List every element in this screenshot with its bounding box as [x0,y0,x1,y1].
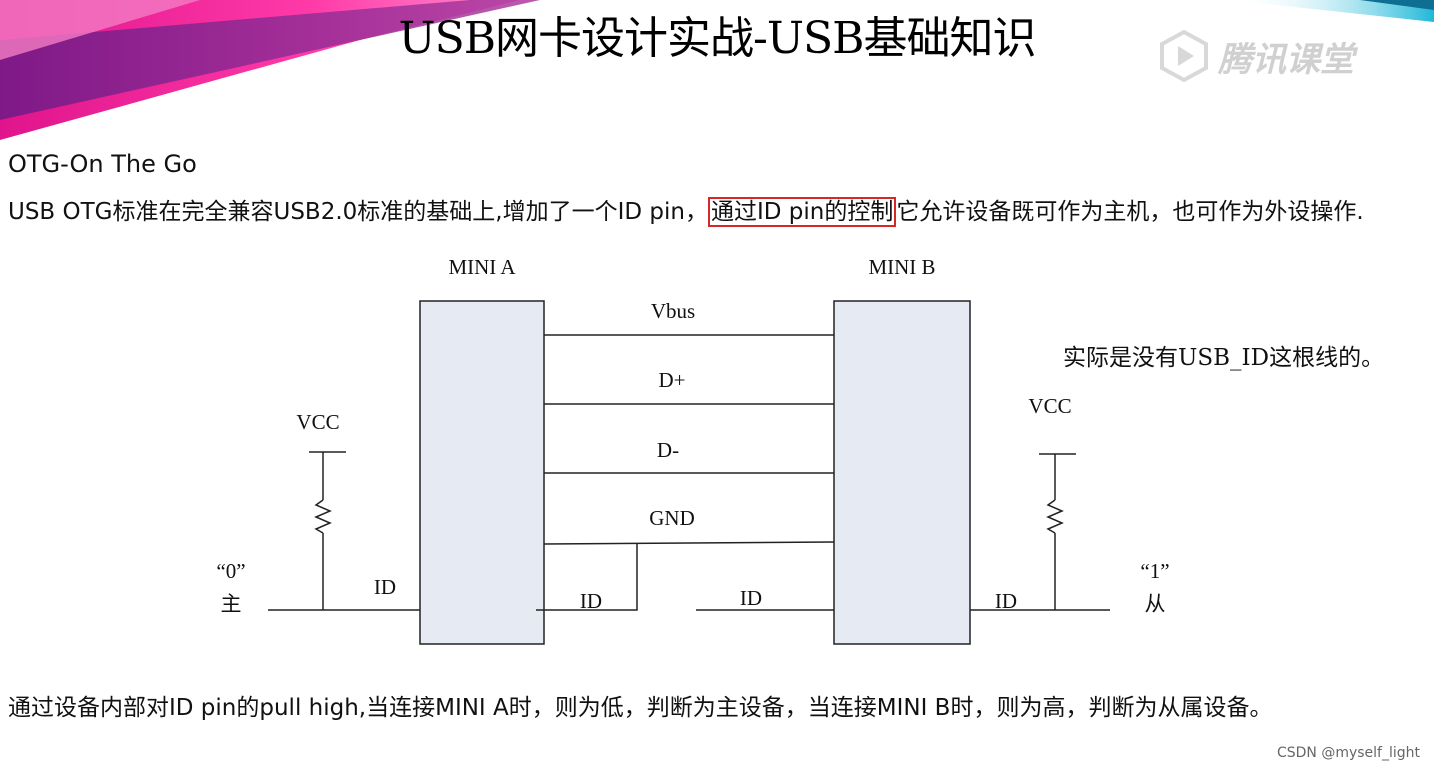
mini-b-label: MINI B [868,255,935,279]
signal-label-dminus: D- [657,438,679,462]
left-value: “0” [216,559,245,583]
left-role: 主 [221,592,242,616]
annotation-note: 实际是没有USB_ID这根线的。 [1063,345,1385,371]
para1-start: USB OTG标准在完全兼容USB2.0标准的基础上,增加了一个ID pin， [8,199,708,225]
logo-text: 腾讯课堂 [1218,39,1354,80]
right-value: “1” [1140,559,1169,583]
id-label-right-inner: ID [740,586,762,610]
pullup-explanation: 通过设备内部对ID pin的pull high,当连接MINI A时，则为低，判… [8,695,1273,721]
resistor-right [1046,499,1064,534]
id-label-right-outer: ID [995,589,1017,613]
csdn-watermark: CSDN @myself_light [1276,745,1420,761]
play-icon [1160,29,1208,83]
id-label-left-inner: ID [580,589,602,613]
vcc-right-label: VCC [1028,394,1071,418]
highlighted-phrase: 通过ID pin的控制 [707,197,897,227]
signal-wires [543,334,835,545]
right-role: 从 [1145,592,1166,616]
para1-end: 它允许设备既可作为主机，也可作为外设操作. [896,199,1364,225]
page-title: USB网卡设计实战-USB基础知识 [398,13,1037,64]
signal-label-dplus: D+ [658,368,685,392]
mini-a-label: MINI A [448,255,516,279]
signal-label-vbus: Vbus [651,299,695,323]
id-label-left-outer: ID [374,575,396,599]
tencent-classroom-logo: 腾讯课堂 [1156,28,1354,84]
mini-b-connector [833,300,971,645]
otg-description: USB OTG标准在完全兼容USB2.0标准的基础上,增加了一个ID pin，通… [8,196,1428,229]
gnd-to-id-link [536,544,638,611]
wire-gnd [543,541,835,545]
header-banner [0,0,1434,140]
section-subheading: OTG-On The Go [8,150,197,178]
mini-a-connector [419,300,545,645]
vcc-left-label: VCC [296,410,339,434]
signal-label-gnd: GND [649,506,695,530]
resistor-left [314,499,332,534]
